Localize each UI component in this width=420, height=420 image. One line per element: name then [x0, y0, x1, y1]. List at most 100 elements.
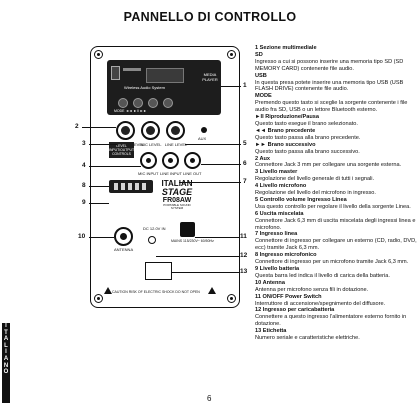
callout-line [179, 182, 241, 183]
model-name: FR08AW [162, 197, 192, 204]
legend-description: Interruttore di accensione/spegnimento d… [255, 300, 386, 307]
level-controls-box: LEVEL INPUT/OUTPUT CONTROLS [109, 142, 135, 158]
language-letter: A [3, 355, 9, 362]
battery-level-icon [109, 180, 153, 193]
next-button-icon [163, 98, 173, 108]
legend-heading: 8 Ingresso microfonico [255, 252, 317, 259]
brand-line2: STAGE [161, 187, 193, 197]
line-input-label: LINE INPUT [160, 171, 183, 176]
line-level-knob-icon [166, 121, 185, 140]
legend-description: Questo tasto esegue il brano selezionato… [255, 120, 358, 127]
mic-input-jack-icon [140, 152, 157, 169]
mic-input-label: MIC INPUT [138, 171, 159, 176]
legend-heading: 5 Controllo volume Ingresso Linea [255, 196, 347, 203]
previous-button-icon [133, 98, 143, 108]
legend-heading: USB [255, 72, 267, 79]
legend-heading: 10 Antenna [255, 279, 285, 286]
legend-heading: 4 Livello microfono [255, 183, 307, 190]
dc-input-jack-icon [148, 236, 156, 244]
language-letter: T [4, 329, 8, 336]
brand-line1: ITALIAN [161, 179, 193, 188]
callout-12: 12 [240, 252, 248, 259]
legend-description: Ingresso a cui si possono inserire una m… [255, 58, 404, 72]
mic-level-knob-icon [141, 121, 160, 140]
legend-heading: ►► Brano successivo [255, 141, 316, 148]
language-letter: I [5, 323, 7, 329]
media-display [146, 68, 184, 83]
screw-icon [94, 50, 103, 59]
callout-4: 4 [82, 162, 86, 169]
media-button-labels: MODE ◄◄ ►II ►► [114, 109, 147, 113]
master-level-knob-icon [116, 121, 135, 140]
page-title: PANNELLO DI CONTROLLO [123, 10, 297, 24]
serial-label-box [145, 262, 172, 280]
legend-heading: ►II Riproduzione/Pausa [255, 114, 319, 121]
legend-heading: 13 Etichetta [255, 328, 287, 335]
media-brand-label: Wireless Audio System [124, 85, 165, 90]
language-letter: L [4, 342, 8, 349]
warning-text: CAUTION RISK OF ELECTRIC SHOCK DO NOT OP… [112, 290, 200, 294]
callout-7: 7 [243, 178, 247, 185]
callout-line [201, 164, 241, 165]
brand-logo: ITALIAN STAGE FR08AW PORTABLE SOUND SYST… [158, 180, 196, 210]
brand-tagline: PORTABLE SOUND SYSTEM [163, 203, 191, 210]
line-out-jack-icon [184, 152, 201, 169]
legend-description: Connettore Jack 6,3 mm di uscita miscela… [255, 217, 416, 231]
legend-description: Usa questo controllo per regolare il liv… [255, 203, 411, 210]
antenna-icon [114, 227, 133, 246]
line-level-label: LINE LEVEL [164, 142, 188, 147]
legend-description: Questo tasto passa alla brano precedente… [255, 134, 361, 141]
callout-11: 11 [240, 233, 247, 240]
legend-heading: MODE [255, 93, 272, 100]
language-letter: O [3, 369, 9, 376]
legend-heading: 7 Ingresso linea [255, 231, 298, 238]
mic-level-label: MIC LEVEL [140, 142, 162, 147]
callout-line [82, 127, 116, 128]
callout-10: 10 [78, 233, 86, 240]
callout-line [185, 144, 241, 145]
warning-triangle-icon [208, 287, 216, 294]
legend-description: Premendo questo tasto si sceglie la sorg… [255, 100, 408, 114]
legend-description: Antenna per microfono senza fili in dota… [255, 286, 369, 293]
legend-heading: 11 ON/OFF Power Switch [255, 293, 322, 300]
usb-port-icon [111, 66, 120, 80]
play-pause-button-icon [148, 98, 158, 108]
screw-icon [227, 294, 236, 303]
callout-line [89, 186, 109, 187]
legend-description: Questo tasto passa alla brano successivo… [255, 148, 360, 155]
legend-heading: ◄◄ Brano precedente [255, 127, 316, 134]
legend-heading: SD [255, 51, 263, 58]
callout-line [195, 237, 239, 238]
callout-6: 6 [243, 160, 247, 167]
legend-description: Numero seriale e caratteristiche elettri… [255, 335, 360, 342]
legend-description: Connettore Jack 3 mm per collegare una s… [255, 162, 402, 169]
callout-line [156, 256, 239, 257]
screw-icon [227, 50, 236, 59]
mode-button-icon [118, 98, 128, 108]
legend-description: Regolazione del livello generale di tutt… [255, 176, 375, 183]
language-letter: A [3, 336, 9, 343]
language-letter: N [3, 362, 9, 369]
legend-heading: 9 Livello batteria [255, 266, 300, 272]
legend-heading: 2 Aux [255, 155, 271, 162]
legend-description: Questa barra led indica il livello di ca… [255, 272, 390, 279]
aux-jack-icon [201, 127, 207, 133]
legend-heading: 12 Ingresso per caricabatteria [255, 307, 335, 314]
line-input-jack-icon [162, 152, 179, 169]
line-out-label: LINE OUT [183, 171, 202, 176]
antenna-label: ANTENNA [114, 247, 134, 252]
callout-1: 1 [243, 82, 247, 89]
legend-description: Connettore di ingresso per collegare un … [255, 238, 417, 252]
callout-5: 5 [243, 140, 247, 147]
mains-label: MAINS 115/230V~ 60/50Hz [171, 239, 214, 243]
legend-heading: 3 Livello master [255, 169, 298, 176]
aux-label: AUX [198, 136, 207, 141]
warning-triangle-icon [104, 287, 112, 294]
legend-description: Regolazione del livello del microfono in… [255, 190, 376, 197]
legend-heading: 6 Uscita miscelata [255, 210, 304, 217]
legend-description: In questa presa potete inserire una memo… [255, 79, 404, 93]
callout-line [89, 237, 114, 238]
media-buttons [118, 98, 196, 108]
